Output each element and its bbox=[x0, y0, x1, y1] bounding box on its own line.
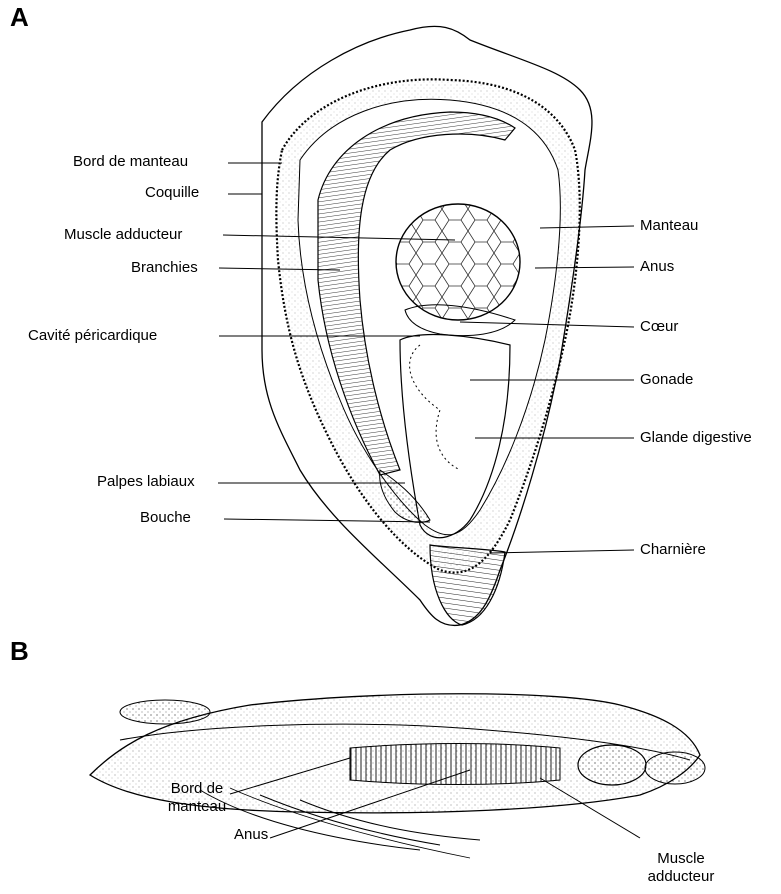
label-branchies: Branchies bbox=[131, 259, 198, 277]
label-b-anus: Anus bbox=[234, 826, 268, 844]
label-anus: Anus bbox=[640, 258, 674, 276]
panel-b-drawing bbox=[90, 694, 705, 858]
side-adductor bbox=[578, 745, 646, 785]
panel-a-drawing bbox=[262, 26, 592, 625]
side-gills bbox=[350, 744, 560, 785]
label-b-muscle-adducteur-line2: adducteur bbox=[636, 868, 726, 886]
label-muscle-adducteur: Muscle adducteur bbox=[64, 226, 182, 244]
adductor-muscle bbox=[396, 204, 520, 320]
label-b-bord-de-manteau-line1: Bord de bbox=[162, 780, 232, 798]
label-bord-de-manteau: Bord de manteau bbox=[73, 153, 188, 171]
label-charniere: Charnière bbox=[640, 541, 706, 559]
label-b-bord-de-manteau: Bord de manteau bbox=[162, 780, 232, 816]
label-coquille: Coquille bbox=[145, 184, 199, 202]
label-b-muscle-adducteur-line1: Muscle bbox=[636, 850, 726, 868]
label-b-muscle-adducteur: Muscle adducteur bbox=[636, 850, 726, 886]
label-palpes-labiaux: Palpes labiaux bbox=[97, 473, 195, 491]
label-glande-digestive: Glande digestive bbox=[640, 429, 752, 447]
label-b-bord-de-manteau-line2: manteau bbox=[162, 798, 232, 816]
label-coeur: Cœur bbox=[640, 318, 678, 336]
label-manteau: Manteau bbox=[640, 217, 698, 235]
label-bouche: Bouche bbox=[140, 509, 191, 527]
label-gonade: Gonade bbox=[640, 371, 693, 389]
label-cavite-pericardique: Cavité péricardique bbox=[28, 327, 157, 345]
